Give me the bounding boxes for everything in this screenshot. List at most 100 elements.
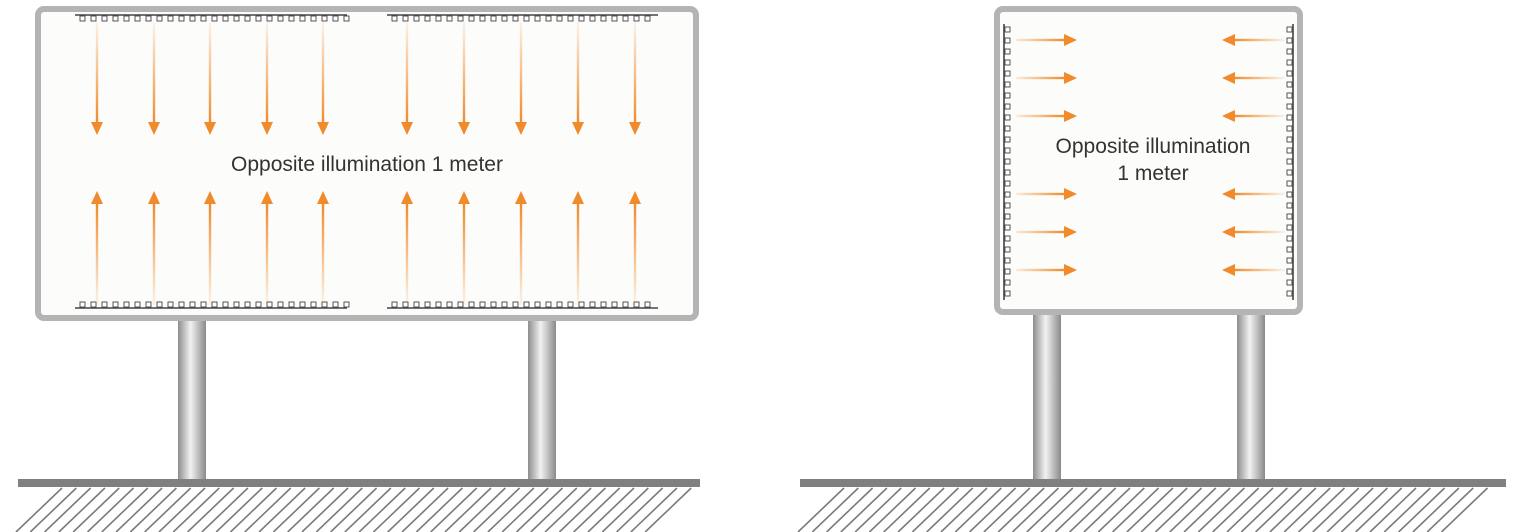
hatch-line	[172, 487, 220, 532]
led-chip	[1004, 147, 1011, 154]
led-chip	[1004, 169, 1011, 176]
up-arrow-head	[572, 191, 584, 204]
led-chip	[200, 301, 207, 308]
led-chip	[1286, 279, 1293, 286]
led-chip	[567, 301, 574, 308]
led-chip	[1286, 290, 1293, 297]
hatch-line	[840, 487, 888, 532]
hatch-line	[926, 487, 974, 532]
up-arrow-shaft	[152, 203, 156, 305]
hatch-line	[868, 487, 917, 532]
led-chip	[299, 301, 306, 308]
led-chip	[1286, 158, 1293, 165]
led-chip	[589, 15, 596, 22]
hatch-line	[1212, 487, 1260, 532]
led-chip	[600, 15, 607, 22]
led-chip	[457, 301, 464, 308]
hatch-line	[1069, 487, 1117, 532]
hatch-line	[616, 487, 664, 532]
hatch-line	[358, 487, 406, 532]
led-chip	[1286, 103, 1293, 110]
led-chip	[1004, 70, 1011, 77]
up-arrow-shaft	[321, 203, 325, 305]
led-chip	[435, 301, 442, 308]
hatch-line	[415, 487, 463, 532]
hatch-line	[587, 487, 635, 532]
led-chip	[512, 15, 519, 22]
hatch-line	[954, 487, 1002, 532]
left-arrow-shaft	[1233, 114, 1285, 118]
hatch-line	[72, 487, 120, 532]
right-arrow-shaft	[1016, 114, 1066, 118]
led-chip	[589, 301, 596, 308]
right-sign-frame	[994, 6, 1303, 315]
down-arrow-head	[401, 122, 413, 135]
led-chip	[332, 301, 339, 308]
hatch-line	[644, 487, 692, 532]
right-pole-1	[1033, 312, 1061, 480]
hatch-line	[444, 487, 492, 532]
down-arrow-head	[261, 122, 273, 135]
led-chip	[101, 15, 108, 22]
led-chip	[1286, 37, 1293, 44]
up-arrow-head	[401, 191, 413, 204]
hatch-line	[86, 487, 135, 532]
up-arrow-shaft	[519, 203, 523, 305]
led-chip	[79, 15, 86, 22]
led-chip	[123, 301, 130, 308]
left-light-arrows	[91, 22, 641, 305]
up-arrow-head	[261, 191, 273, 204]
left-pole-2	[528, 320, 556, 480]
led-chip	[622, 15, 629, 22]
down-arrow-head	[572, 122, 584, 135]
hatch-line	[1355, 487, 1403, 532]
hatch-line	[129, 487, 177, 532]
hatch-line	[215, 487, 263, 532]
led-chip	[288, 15, 295, 22]
up-arrow-head	[458, 191, 470, 204]
led-chip	[413, 15, 420, 22]
hatch-line	[187, 487, 235, 532]
led-chip	[391, 15, 398, 22]
left-arrow-head	[1222, 72, 1235, 84]
up-arrow-shaft	[95, 203, 99, 305]
led-chip	[222, 301, 229, 308]
led-chip	[512, 301, 519, 308]
hatch-line	[244, 487, 292, 532]
led-chip	[1004, 180, 1011, 187]
led-chip	[156, 15, 163, 22]
up-arrow-shaft	[576, 203, 580, 305]
led-chip	[1286, 26, 1293, 33]
hatch-line	[501, 487, 549, 532]
led-chip	[288, 301, 295, 308]
hatch-line	[1283, 487, 1331, 532]
left-ground-hatch	[15, 487, 692, 532]
hatch-line	[897, 487, 945, 532]
hatch-line	[1226, 487, 1274, 532]
hatch-line	[630, 487, 678, 532]
right-arrow-shaft	[1016, 268, 1066, 272]
hatch-line	[1412, 487, 1460, 532]
led-chip	[413, 301, 420, 308]
right-led-strips	[1003, 24, 1294, 300]
down-arrow-shaft	[633, 22, 637, 124]
hatch-line	[1097, 487, 1145, 532]
hatch-line	[1240, 487, 1288, 532]
led-chip	[523, 301, 530, 308]
left-arrow-shaft	[1233, 230, 1285, 234]
hatch-line	[458, 487, 506, 532]
led-chip	[255, 301, 262, 308]
hatch-line	[330, 487, 378, 532]
hatch-line	[315, 487, 363, 532]
led-chip	[600, 301, 607, 308]
down-arrow-shaft	[519, 22, 523, 124]
led-chip	[490, 15, 497, 22]
left-pole-1	[178, 320, 206, 480]
hatch-line	[1140, 487, 1188, 532]
led-chip	[1004, 268, 1011, 275]
hatch-line	[1326, 487, 1374, 532]
led-chip	[1286, 257, 1293, 264]
hatch-line	[883, 487, 931, 532]
led-chip	[1286, 191, 1293, 198]
up-arrow-head	[204, 191, 216, 204]
